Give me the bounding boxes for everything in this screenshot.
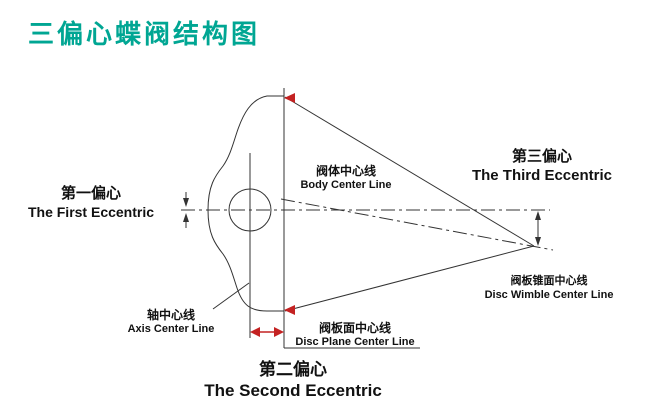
axis-label-leader — [212, 282, 250, 310]
valve-body-outline — [207, 95, 284, 312]
label-first-eccentric-en: The First Eccentric — [27, 203, 155, 220]
label-disc-wimble-center-line-zh: 阀板锥面中心线 — [510, 275, 588, 287]
cone-top-edge — [284, 96, 535, 247]
label-third-eccentric: 第三偏心 The Third Eccentric — [462, 148, 622, 186]
label-second-eccentric: 第二偏心 The Second Eccentric — [195, 359, 391, 402]
label-third-eccentric-zh: 第三偏心 — [511, 148, 572, 165]
label-first-eccentric: 第一偏心 The First Eccentric — [2, 185, 180, 221]
first-eccentric-arrow-up-icon — [183, 213, 189, 222]
label-axis-center-line-en: Axis Center Line — [127, 323, 215, 335]
page-title: 三偏心蝶阀结构图 — [28, 19, 261, 49]
second-eccentric-arrow-right-icon — [274, 327, 284, 337]
label-disc-plane-center-line-zh: 阀板面中心线 — [318, 321, 391, 335]
label-disc-wimble-center-line: 阀板锥面中心线 Disc Wimble Center Line — [474, 275, 624, 303]
third-eccentric-arrow-up-icon — [535, 211, 541, 220]
second-eccentric-arrow-left-icon — [250, 327, 260, 337]
cone-bottom-edge — [284, 245, 535, 312]
red-tick-bottom-icon — [284, 305, 295, 315]
label-axis-center-line-zh: 轴中心线 — [146, 308, 195, 322]
first-eccentric-arrow-down-icon — [183, 198, 189, 207]
label-disc-plane-center-line: 阀板面中心线 Disc Plane Center Line — [288, 321, 422, 350]
label-axis-center-line: 轴中心线 Axis Center Line — [110, 308, 232, 337]
label-second-eccentric-en: The Second Eccentric — [204, 381, 382, 401]
label-disc-plane-center-line-en: Disc Plane Center Line — [295, 336, 415, 348]
label-first-eccentric-zh: 第一偏心 — [60, 185, 121, 202]
label-second-eccentric-zh: 第二偏心 — [259, 360, 327, 379]
disc-wimble-center-line — [280, 198, 554, 251]
label-third-eccentric-en: The Third Eccentric — [471, 166, 613, 184]
label-body-center-line-zh: 阀体中心线 — [315, 164, 376, 178]
shaft-circle — [228, 188, 272, 232]
label-body-center-line-en: Body Center Line — [300, 179, 392, 191]
third-eccentric-arrow-down-icon — [535, 237, 541, 246]
label-disc-wimble-center-line-en: Disc Wimble Center Line — [484, 288, 614, 301]
red-tick-top-icon — [284, 93, 295, 103]
label-body-center-line: 阀体中心线 Body Center Line — [293, 164, 399, 193]
